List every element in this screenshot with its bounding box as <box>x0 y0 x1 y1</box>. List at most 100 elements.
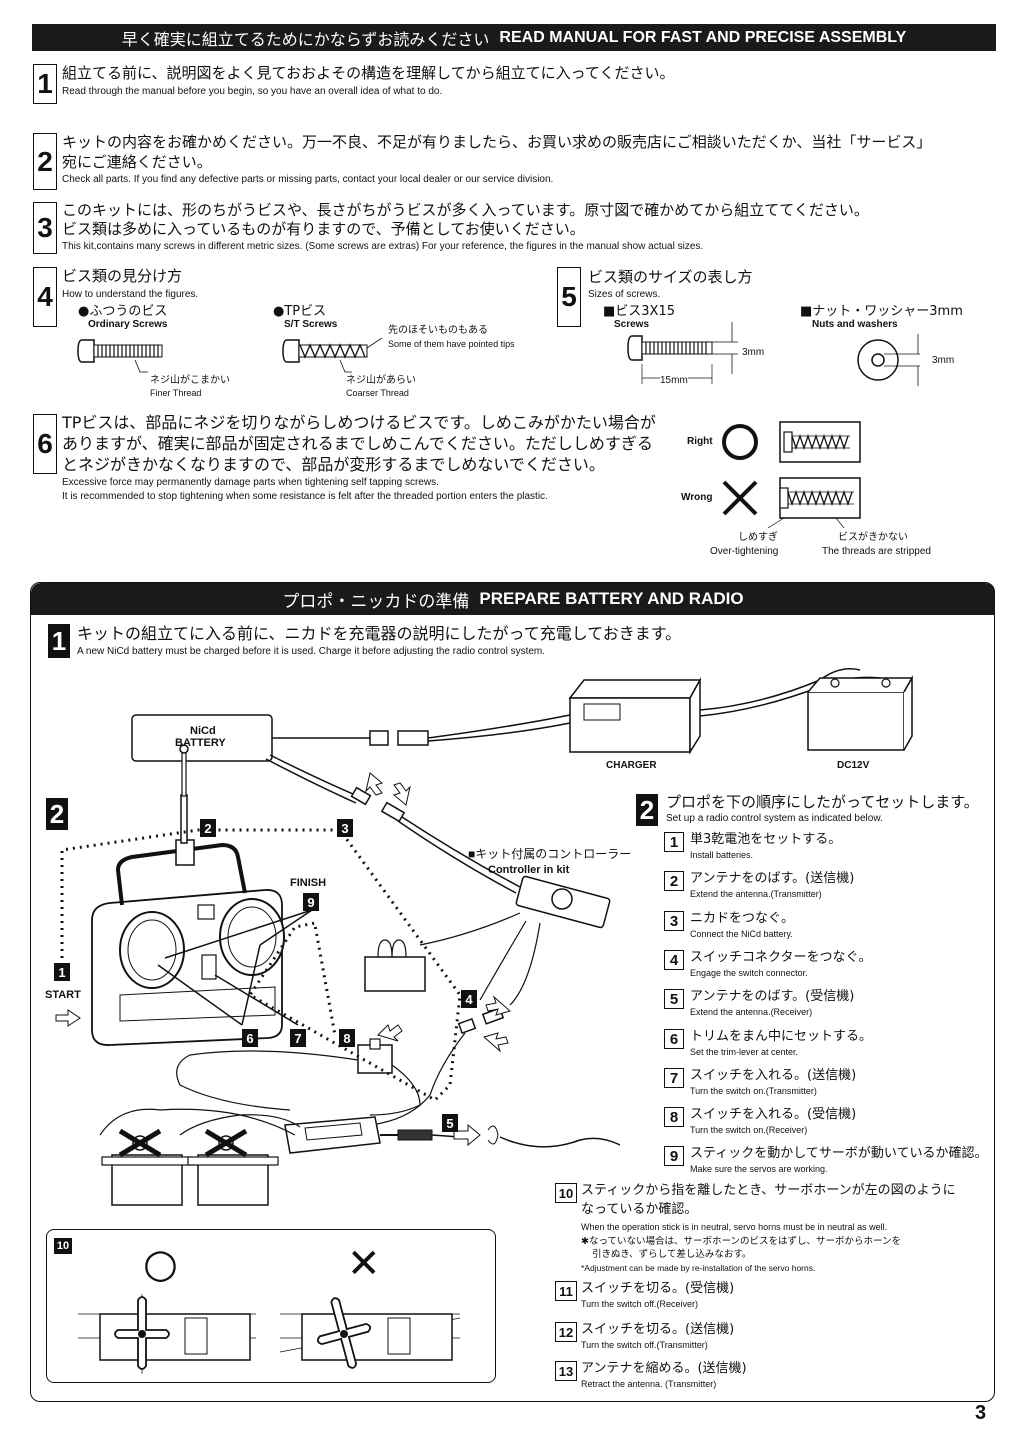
header-title-en: READ MANUAL FOR FAST AND PRECISE ASSEMBL… <box>499 28 907 46</box>
battery-step-1-en: A new NiCd battery must be charged befor… <box>77 646 546 657</box>
step-1-jp: 組立てる前に、説明図をよく見ておおよその構造を理解してから組立てに入ってください… <box>62 64 675 82</box>
radio-step-en: Extend the antenna.(Receiver) <box>690 1007 813 1017</box>
servo-neutral-inset <box>46 1229 496 1383</box>
radio-step-b-en: Turn the switch off.(Transmitter) <box>581 1340 708 1350</box>
radio-step-jp: アンテナをのばす。(受信機) <box>690 989 855 1004</box>
right-label: Right <box>687 436 713 447</box>
step-2-jp2: 宛にご連絡ください。 <box>62 153 212 171</box>
dim-15mm: 15mm <box>660 374 688 387</box>
dc12v-label: DC12V <box>837 760 870 771</box>
step-3-number: 3 <box>33 202 57 254</box>
radio-step-2-jp: プロポを下の順序にしたがってセットします。 <box>666 793 979 811</box>
step-2-jp: キットの内容をお確かめください。万一不良、不足が有りましたら、お買い求めの販売店… <box>62 133 932 151</box>
charger-label: CHARGER <box>606 760 657 771</box>
right-screw-icon <box>779 421 861 463</box>
diagram-marker-8: 8 <box>339 1029 355 1047</box>
radio-step-jp: スイッチを入れる。(受信機) <box>690 1107 857 1122</box>
strip-en: The threads are stripped <box>822 546 931 557</box>
diagram-marker-9: 9 <box>303 893 319 911</box>
wrong-screw-icon <box>767 477 861 528</box>
nicd-label: NiCd <box>190 725 216 737</box>
radio-step-2-number: 2 <box>636 794 658 826</box>
radio-step-b-number: 13 <box>555 1361 577 1381</box>
wrong-label: Wrong <box>681 492 713 503</box>
radio-step-b-number: 11 <box>555 1281 577 1301</box>
dim-3mm-b: 3mm <box>932 355 955 366</box>
step-1-number: 1 <box>33 64 57 104</box>
inset-label: 10 <box>54 1238 72 1254</box>
wrong-cross-icon <box>722 480 758 516</box>
finish-label: FINISH <box>290 877 327 889</box>
radio-step-number: 6 <box>664 1029 684 1049</box>
diagram-marker-4: 4 <box>461 990 477 1008</box>
coarser-en: Coarser Thread <box>346 388 409 398</box>
ordinary-screws-jp: ●ふつうのビス <box>78 304 168 319</box>
radio-step-en: Connect the NiCd battery. <box>690 929 793 939</box>
tp-screws-jp: ●TPビス <box>273 304 327 319</box>
switch-connector-icon <box>364 939 426 992</box>
step-2-number: 2 <box>33 133 57 190</box>
radio-step-b-jp2: なっているか確認。 <box>581 1202 698 1217</box>
radio-step-en: Turn the switch on.(Receiver) <box>690 1125 808 1135</box>
radio-setup-diagram <box>55 714 620 1206</box>
battery-step-2-number: 2 <box>46 798 68 830</box>
radio-step-b-number: 10 <box>555 1183 577 1203</box>
step-6-en: Excessive force may permanently damage p… <box>62 477 439 488</box>
radio-step-b-jp: アンテナを縮める。(送信機) <box>581 1361 747 1376</box>
step-4-en: How to understand the figures. <box>62 289 199 300</box>
diagram-marker-1: 1 <box>54 963 70 981</box>
ordinary-screw-icon <box>77 339 163 373</box>
servo-horn-incorrect-icon <box>279 1297 461 1369</box>
radio-step-2-en: Set up a radio control system as indicat… <box>666 813 883 824</box>
battery-step-1-number: 1 <box>48 624 70 658</box>
radio-step-b-en: Retract the antenna. (Transmitter) <box>581 1379 717 1389</box>
size-figures <box>627 322 920 386</box>
charger-diagram <box>568 668 914 755</box>
right-circle-icon <box>722 424 758 460</box>
charger-icon <box>568 677 702 755</box>
coarser-jp: ネジ山があらい <box>346 375 416 386</box>
transmitter-icon <box>91 744 285 1046</box>
tightening-figures <box>722 421 861 528</box>
finer-en: Finer Thread <box>150 388 202 398</box>
radio-step-number: 7 <box>664 1068 684 1088</box>
tp-screw-icon <box>282 337 383 373</box>
dim-3mm-a: 3mm <box>742 347 765 358</box>
over-en: Over-tightening <box>710 546 779 557</box>
radio-step-number: 3 <box>664 911 684 931</box>
step-3-jp: このキットには、形のちがうビスや、長さがちがうビスが多く入っています。原寸図で確… <box>62 201 869 219</box>
radio-step-jp: スイッチコネクターをつなぐ。 <box>690 950 872 965</box>
controller-en: Controller in kit <box>488 864 570 876</box>
step-6-jp3: とネジがきかなくなりますので、部品が変形するまでしめないでください。 <box>62 455 605 474</box>
radio-step-b-number: 12 <box>555 1322 577 1342</box>
pointed-en: Some of them have pointed tips <box>388 339 515 349</box>
radio-step-en: Engage the switch connector. <box>690 968 808 978</box>
step-6-jp2: ありますが、確実に部品が固定されるまでしめこんでください。ただししめすぎる <box>62 434 653 453</box>
ordinary-screws-en: Ordinary Screws <box>88 319 168 330</box>
radio-step-b-en: Turn the switch off.(Receiver) <box>581 1299 699 1309</box>
size-screws-jp: ■ビス3X15 <box>603 304 676 319</box>
nuts-jp: ■ナット・ワッシャー3mm <box>800 304 963 319</box>
step-5-number: 5 <box>557 267 581 327</box>
step-6-jp: TPビスは、部品にネジを切りながらしめつけるビスです。しめこみがかたい場合が <box>62 413 656 432</box>
servo-horn-figures <box>78 1294 461 1374</box>
servo-icon-2 <box>187 1128 279 1206</box>
radio-step-b-en: When the operation stick is in neutral, … <box>581 1222 888 1232</box>
washer-icon <box>857 334 920 386</box>
step-2-en: Check all parts. If you find any defecti… <box>62 174 554 185</box>
radio-step-en: Set the trim-lever at center. <box>690 1047 799 1057</box>
battery-title-jp: プロポ・ニッカドの準備 <box>282 591 470 612</box>
radio-step-number: 2 <box>664 871 684 891</box>
radio-step-jp: スティックを動かしてサーボが動いているか確認。 <box>690 1146 988 1161</box>
battery-label: BATTERY <box>175 737 226 749</box>
inset-ng-mark: ✕ <box>347 1241 381 1287</box>
diagram-marker-6: 6 <box>242 1029 258 1047</box>
header-title-jp: 早く確実に組立てるためにかならずお読みください <box>121 29 490 49</box>
battery-step-1-jp: キットの組立てに入る前に、ニカドを充電器の説明にしたがって充電しておきます。 <box>77 624 682 643</box>
radio-step-jp: トリムをまん中にセットする。 <box>690 1029 873 1044</box>
receiver-icon <box>284 1116 381 1154</box>
controller-jp: ■キット付属のコントローラー <box>468 847 632 861</box>
step-6-en2: It is recommended to stop tightening whe… <box>62 491 548 502</box>
tp-screws-en: S/T Screws <box>284 319 338 330</box>
diagram-marker-5: 5 <box>442 1114 458 1132</box>
